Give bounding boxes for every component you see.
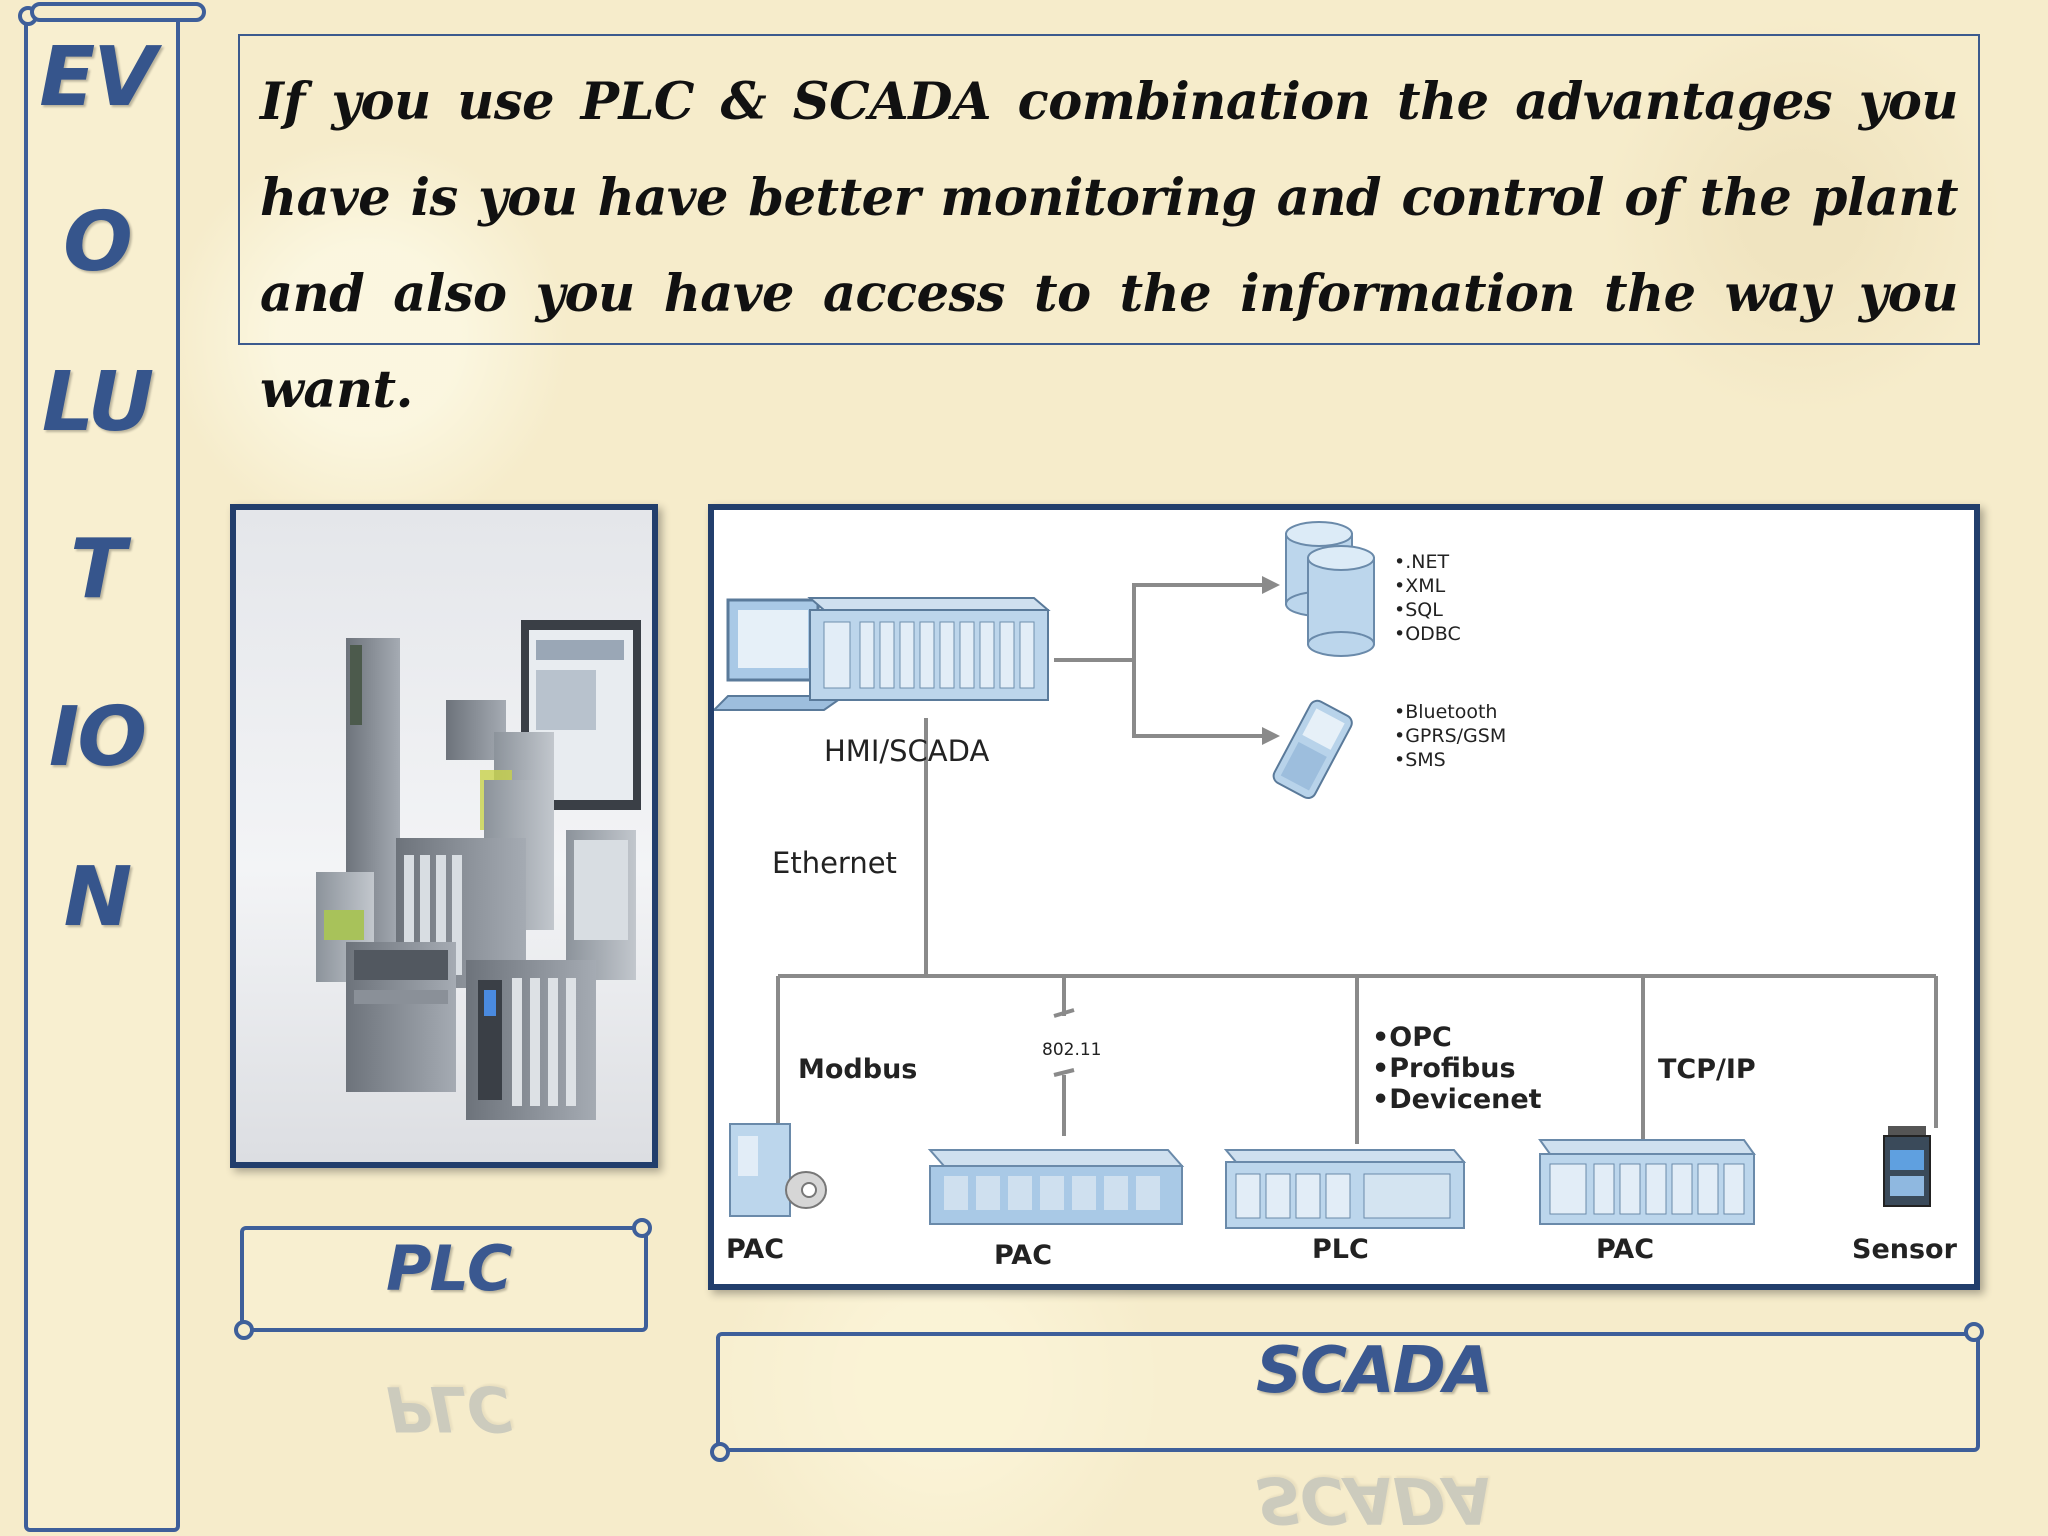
device-label-pac-1: PAC [726,1234,785,1265]
sensor-icon [1883,1126,1931,1207]
scada-caption-reflection: SCADA [1256,1462,1492,1536]
hmi-scada-label: HMI/SCADA [824,734,990,768]
side-letter-io: IO [48,690,147,785]
scada-architecture-diagram: HMI/SCADA Ethernet •.NET •XML •SQL •ODBC… [708,504,1980,1290]
side-letter-n: N [63,850,133,945]
database-item: •SQL [1394,599,1443,621]
database-item: •.NET [1394,551,1450,573]
modbus-label: Modbus [798,1054,918,1085]
plc-device-icon [1223,1149,1467,1229]
database-item: •ODBC [1394,623,1461,645]
plc-caption-scroll [234,1218,652,1340]
side-banner-top-bar [30,2,206,22]
mobile-channels-list: •Bluetooth •GPRS/GSM •SMS [1394,700,1506,772]
wifi-label: 802.11 [1042,1040,1102,1060]
mobile-item: •GPRS/GSM [1394,725,1507,747]
plc-hardware-photo [230,504,658,1168]
ethernet-label: Ethernet [772,846,897,880]
fieldbus-item: •Devicenet [1372,1084,1542,1115]
quote-box: If you use PLC & SCADA combination the a… [238,34,1980,420]
hmi-scada-station-icon [714,597,1051,711]
mobile-device-icon [1272,699,1353,800]
device-label-pac-2: PAC [994,1240,1053,1271]
side-letter-lu: LU [41,355,154,450]
side-banner-scroll [18,6,180,1532]
fieldbus-item: •OPC [1372,1022,1452,1053]
pac-device-icon-2 [927,1149,1185,1225]
database-icon [1285,521,1375,657]
plc-caption: PLC [386,1232,512,1305]
quote-text: If you use PLC & SCADA combination the a… [260,72,1959,420]
tcpip-label: TCP/IP [1658,1054,1756,1085]
scada-caption-scroll [710,1322,1984,1462]
network-lines [776,583,1938,1148]
device-label-sensor: Sensor [1852,1234,1957,1265]
database-formats-list: •.NET •XML •SQL •ODBC [1394,550,1461,646]
device-label-plc: PLC [1312,1234,1369,1265]
device-label-pac-3: PAC [1596,1234,1655,1265]
mobile-item: •Bluetooth [1394,701,1498,723]
plc-caption-reflection: PLC [386,1372,511,1445]
side-letter-t: T [70,522,126,617]
diagram-graphics [714,521,1938,1229]
pac-device-icon-3 [1538,1139,1756,1225]
scroll-curl [234,1320,254,1340]
scroll-curl [710,1442,730,1462]
plc-hardware-illustration [316,620,641,1120]
scada-caption: SCADA [1256,1334,1493,1408]
database-item: •XML [1394,575,1446,597]
fieldbus-item: •Profibus [1372,1053,1516,1084]
side-letter-ev: EV [39,30,156,125]
scroll-curl [632,1218,652,1238]
scroll-curl [1964,1322,1984,1342]
pac-device-icon-1 [729,1123,827,1217]
side-letter-o: O [63,195,133,290]
fieldbus-list: •OPC •Profibus •Devicenet [1372,1022,1542,1115]
mobile-item: •SMS [1394,749,1446,771]
